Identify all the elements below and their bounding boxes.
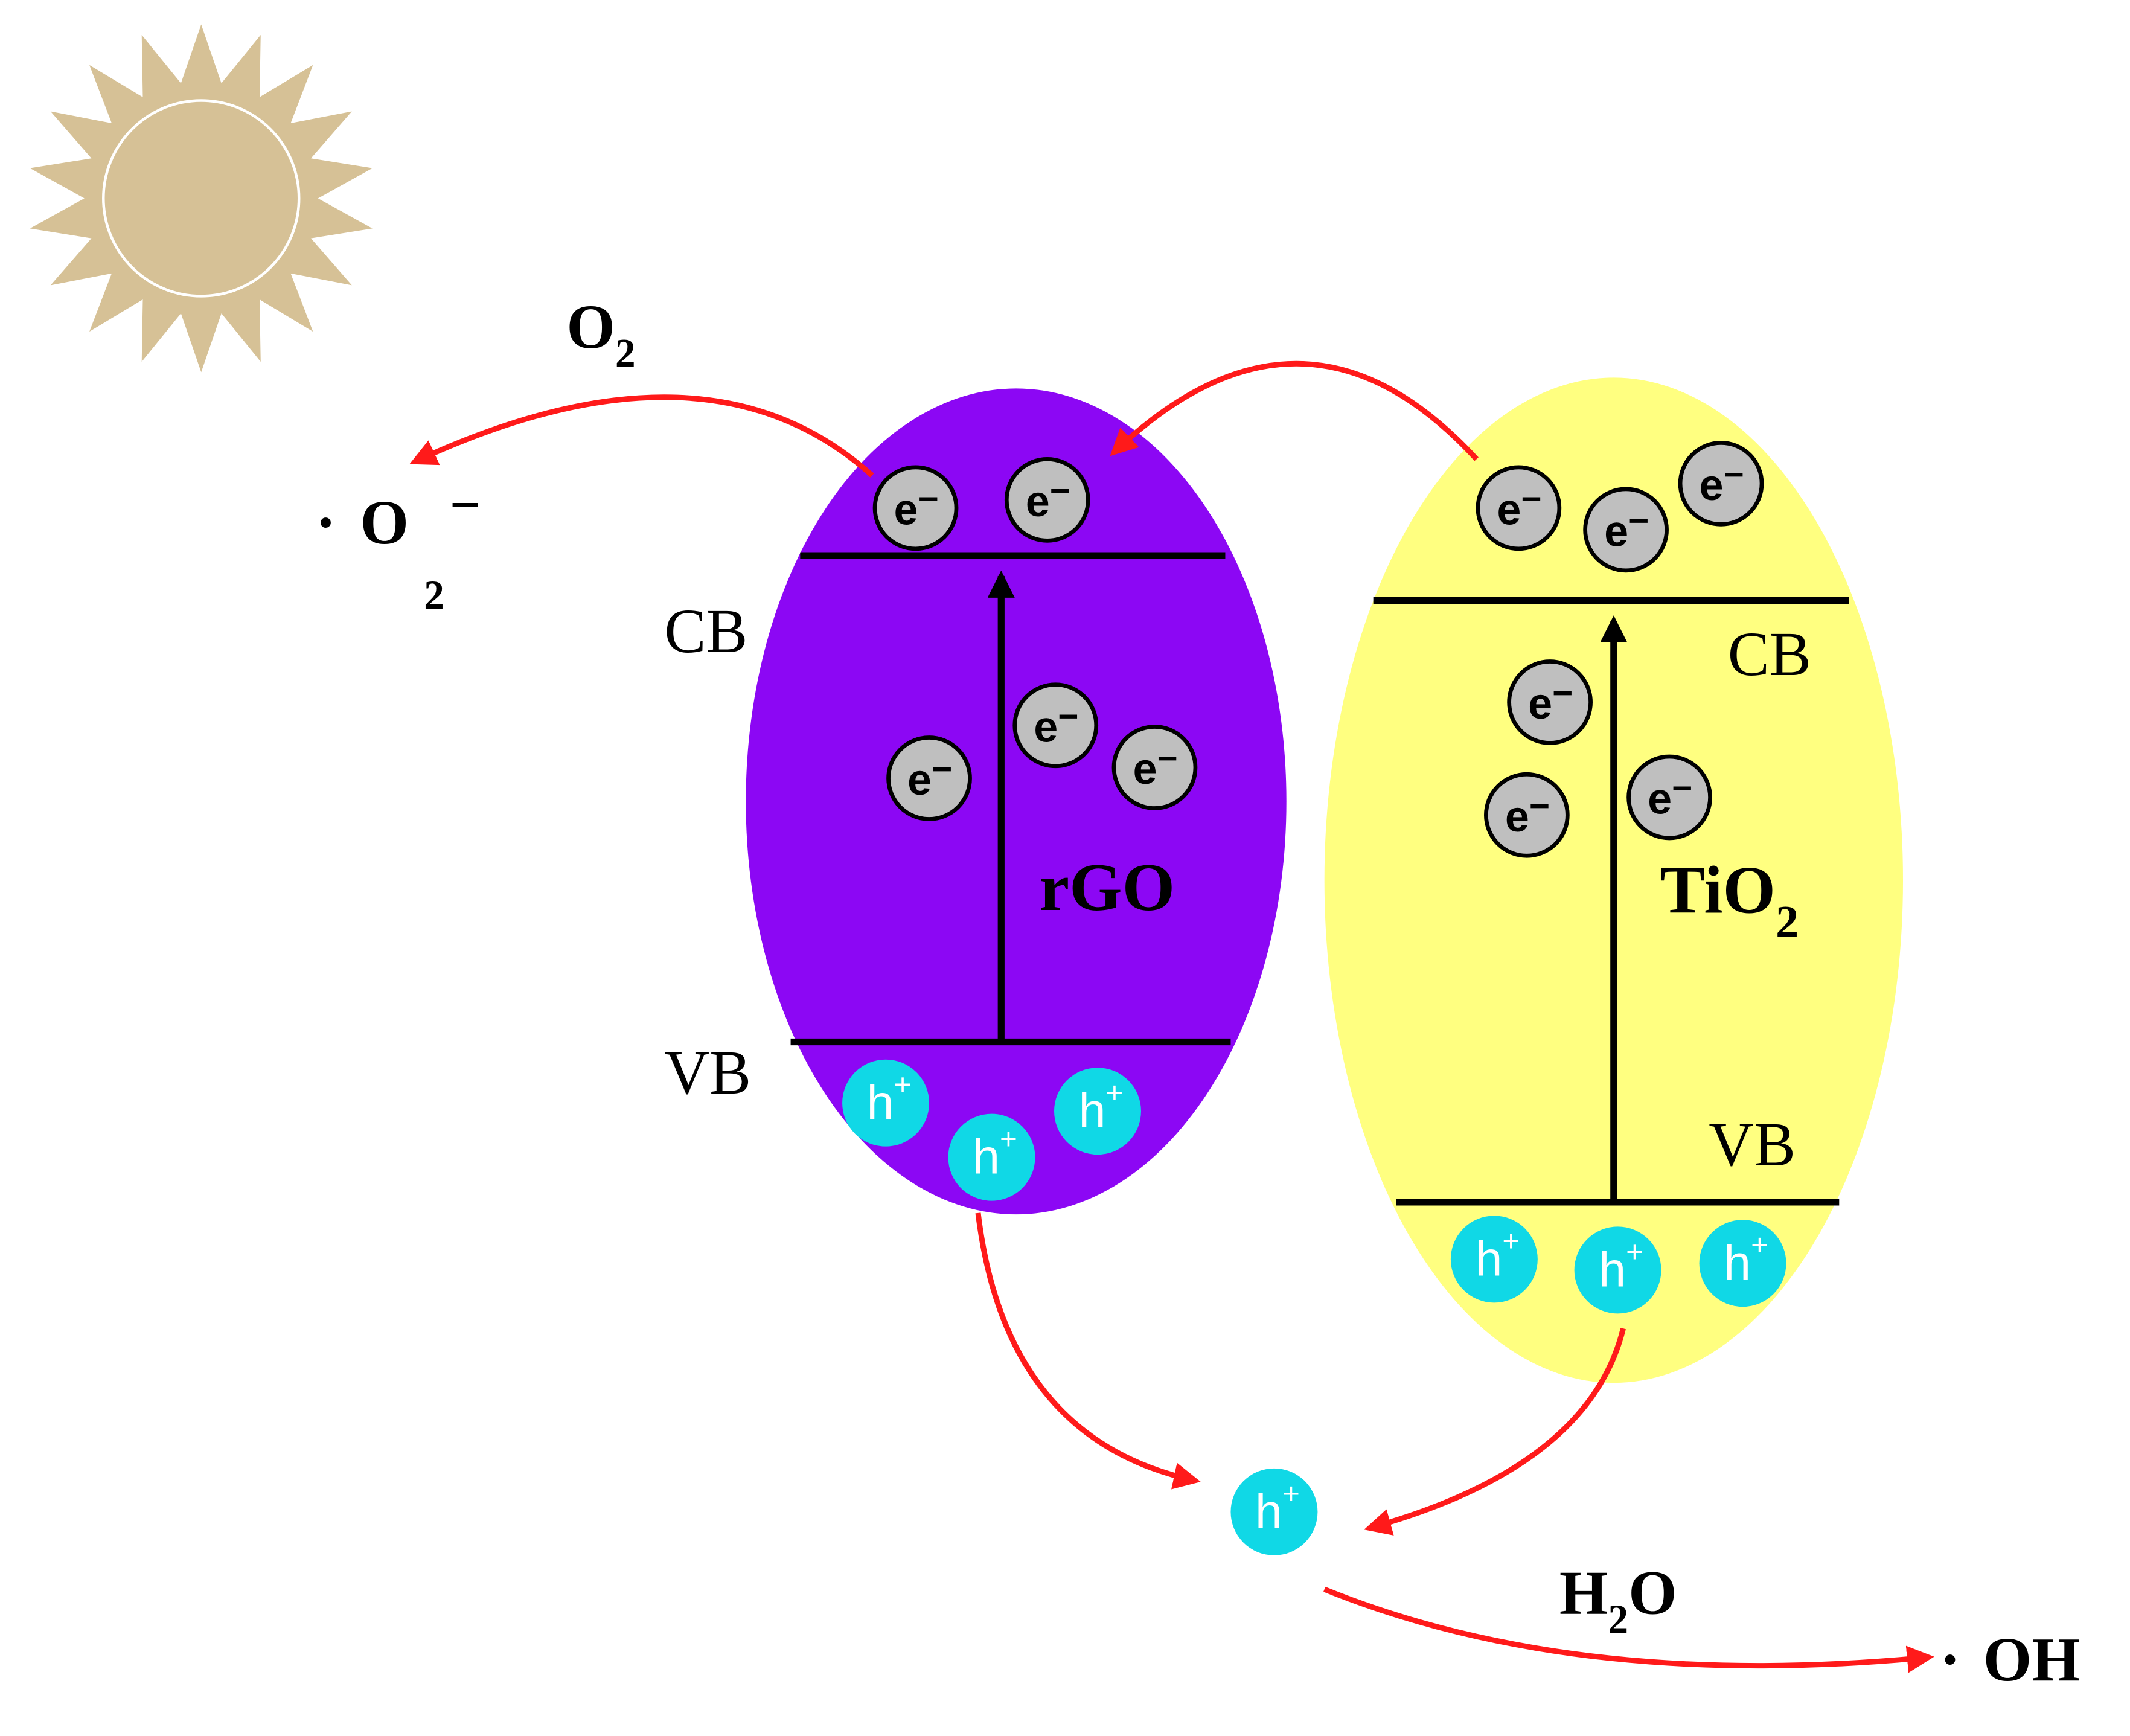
rgo-particle <box>746 388 1287 1215</box>
superoxide-subscript: 2 <box>424 572 444 618</box>
tio2-vb-hole: h+ <box>1450 1216 1538 1303</box>
electron-circle <box>1678 440 1764 527</box>
hole-symbol: h+ <box>1724 1229 1768 1290</box>
hydroxyl-dot: · <box>1940 1625 1961 1694</box>
tio2-excited-electron: e− <box>1507 659 1593 745</box>
superoxide-charge: − <box>450 475 481 535</box>
tio2-cb-electron: e− <box>1476 465 1562 551</box>
hole-symbol: h+ <box>867 1068 912 1130</box>
hole-circle <box>842 1059 930 1147</box>
rgo-vb-hole: h+ <box>948 1113 1035 1201</box>
rgo-excited-electron: e− <box>1111 725 1198 810</box>
o2-label: O2 <box>566 293 635 376</box>
tio2-cb-electron: e− <box>1583 487 1669 573</box>
arrow-o2-to-superoxide <box>409 394 874 478</box>
tio2-cb-electron: e− <box>1678 440 1764 527</box>
hole-symbol: h+ <box>973 1123 1017 1184</box>
transferred-hole: h+ <box>1230 1468 1318 1555</box>
h2o-label: H2O <box>1559 1559 1677 1642</box>
hole-circle <box>1450 1216 1538 1303</box>
arrow-rgo-hole <box>975 1212 1201 1490</box>
hole-circle <box>1054 1068 1141 1155</box>
sun-icon <box>30 24 373 373</box>
rgo-label: rGO <box>1039 850 1175 925</box>
arrow-electron-transfer <box>1110 360 1479 461</box>
electron-circle <box>872 465 959 551</box>
electron-circle <box>1507 659 1593 745</box>
tio2-excited-electron: e− <box>1484 772 1570 858</box>
arrow-tio2-hole <box>1364 1328 1626 1536</box>
electron-circle <box>1626 754 1712 841</box>
electron-symbol: e− <box>907 750 952 804</box>
hole-circle <box>1230 1468 1318 1555</box>
tio2-vb-hole: h+ <box>1699 1220 1786 1307</box>
electron-symbol: e− <box>1700 455 1744 509</box>
electron-symbol: e− <box>1497 479 1541 534</box>
sun-disk <box>102 99 301 298</box>
rgo-cb-electron: e− <box>872 465 959 551</box>
arrow-h2o-to-oh <box>1323 1586 1934 1673</box>
tio2-vb-hole: h+ <box>1574 1226 1661 1314</box>
rgo-cb-electron: e− <box>1004 456 1090 543</box>
rgo-vb-label: VB <box>664 1039 751 1107</box>
hole-symbol: h+ <box>1078 1077 1123 1138</box>
electron-circle <box>1111 725 1198 810</box>
rgo-excited-electron: e− <box>1012 682 1099 769</box>
superoxide-dot: · <box>315 488 336 557</box>
rgo-vb-hole: h+ <box>1054 1068 1141 1155</box>
electron-symbol: e− <box>1133 739 1177 793</box>
electron-symbol: e− <box>1604 501 1649 556</box>
electron-circle <box>1004 456 1090 543</box>
tio2-excited-electron: e− <box>1626 754 1712 841</box>
hole-symbol: h+ <box>1475 1225 1520 1286</box>
superoxide-label: O <box>360 488 408 557</box>
electron-symbol: e− <box>1648 769 1692 823</box>
hole-circle <box>1574 1226 1661 1314</box>
rgo-excited-electron: e− <box>886 735 972 821</box>
tio2-cb-label: CB <box>1728 620 1811 689</box>
electron-circle <box>1583 487 1669 573</box>
electron-symbol: e− <box>1528 674 1573 728</box>
tio2-vb-label: VB <box>1709 1110 1796 1179</box>
tio2-label: TiO2 <box>1660 853 1799 947</box>
hole-symbol: h+ <box>1599 1235 1643 1297</box>
electron-circle <box>1484 772 1570 858</box>
electron-circle <box>886 735 972 821</box>
rgo-vb-hole: h+ <box>842 1059 930 1147</box>
hole-circle <box>948 1113 1035 1201</box>
electron-symbol: e− <box>1026 471 1070 525</box>
electron-symbol: e− <box>894 479 939 534</box>
electron-circle <box>1012 682 1099 769</box>
hole-circle <box>1699 1220 1786 1307</box>
hydroxyl-label: OH <box>1983 1625 2080 1694</box>
electron-circle <box>1476 465 1562 551</box>
rgo-cb-label: CB <box>664 597 747 666</box>
electron-symbol: e− <box>1505 786 1550 841</box>
electron-symbol: e− <box>1034 697 1078 751</box>
hole-symbol: h+ <box>1255 1477 1300 1539</box>
charge-carriers: e− e− e− e− e− e− e− e− e− e− e− h+ h+ h+ h+ h+ h+ h+ <box>842 440 1786 1555</box>
